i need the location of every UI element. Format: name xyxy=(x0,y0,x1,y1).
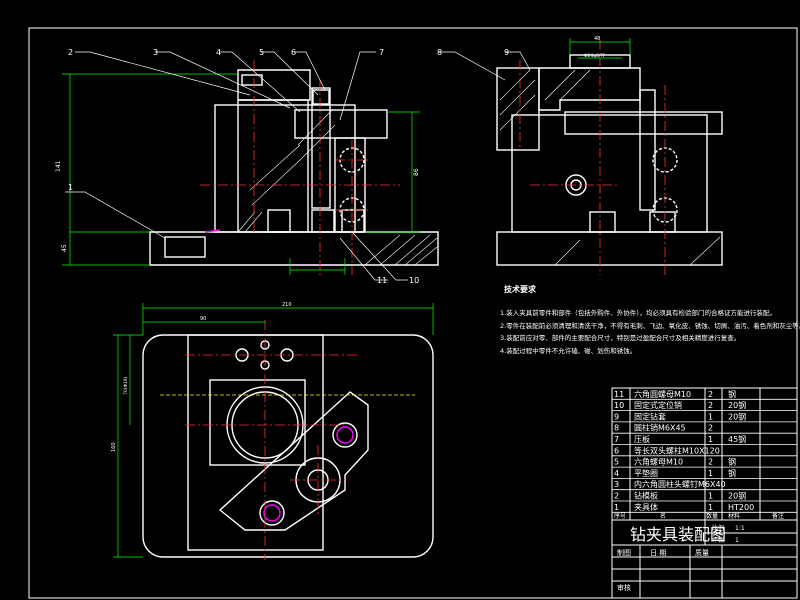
bom-cell-no: 5 xyxy=(614,458,619,467)
bom-cell-material: 钢 xyxy=(728,457,736,467)
bom-cell-name: 平垫圈 xyxy=(634,468,658,478)
bom-cell-material: HT200 xyxy=(728,503,754,512)
bom-cell-no: 1 xyxy=(614,503,619,512)
bom-cell-qty: 1 xyxy=(708,503,713,512)
bom-cell-name: 圆柱销M6X45 xyxy=(634,423,686,433)
bom-cell-name: 内六角圆柱头螺钉M6X40 xyxy=(634,479,726,489)
bom-cell-no: 8 xyxy=(614,424,619,433)
bom-cell-qty: 1 xyxy=(708,412,713,421)
technical-notes: 技术要求 1.装入夹具前零件和部件（包括外购件、外协件），均必须具有检验部门的合… xyxy=(500,284,800,357)
bom-cell-name: 固定式定位销 xyxy=(634,400,682,410)
bom-cell-no: 4 xyxy=(614,469,619,478)
bom-cell-qty: 1 xyxy=(708,469,713,478)
title-block xyxy=(611,387,798,599)
bom-cell-no: 9 xyxy=(614,412,619,421)
balloon-1: 1 xyxy=(68,183,73,192)
front-dimensions xyxy=(62,73,420,275)
bom-cell-material: 20钢 xyxy=(728,400,746,410)
sheet-label: 件数 xyxy=(712,536,724,544)
bom-header-no: 序号 xyxy=(614,512,626,520)
bom-cell-name: 钻模板 xyxy=(634,491,658,501)
dim-front-base: 45 xyxy=(61,244,68,252)
bom-cell-qty: 2 xyxy=(708,401,713,410)
balloon-2: 2 xyxy=(68,48,73,57)
sheet-value: 1 xyxy=(735,537,739,544)
bom-cell-name: 压板 xyxy=(634,434,650,444)
balloon-9: 9 xyxy=(504,48,509,57)
balloon-4: 4 xyxy=(216,48,221,57)
bom-cell-material: 20钢 xyxy=(728,491,746,501)
scale-value: 1:1 xyxy=(735,525,745,532)
bom-header-name: 名 xyxy=(660,512,666,520)
side-centerlines xyxy=(519,40,666,275)
checked-label: 审核 xyxy=(617,583,631,592)
date-label: 日 期 xyxy=(650,549,666,557)
notes-title: 技术要求 xyxy=(504,285,536,294)
dim-front-height: 141 xyxy=(55,160,62,172)
bom-cell-name: 等长双头螺柱M10X120 xyxy=(634,445,720,455)
leader-lines xyxy=(65,51,531,281)
bom-cell-qty: 2 xyxy=(708,424,713,433)
bom-cell-qty: 2 xyxy=(708,458,713,467)
drawing-border xyxy=(28,27,798,599)
dim-side-top-width: 48 xyxy=(594,36,600,42)
bom-cell-material: 45钢 xyxy=(728,434,746,444)
bom-cell-name: 六角圆螺母M10 xyxy=(634,389,691,399)
note-line-1: 1.装入夹具前零件和部件（包括外购件、外协件），均必须具有检验部门的合格证方能进… xyxy=(500,309,776,317)
balloon-11: 11 xyxy=(377,276,387,285)
bom-cell-material: 钢 xyxy=(728,389,736,399)
front-view xyxy=(149,69,439,266)
dim-front-right-height: 86 xyxy=(413,168,420,176)
balloon-7: 7 xyxy=(379,48,384,57)
side-dimensions xyxy=(569,38,631,59)
bom-cell-material: 钢 xyxy=(728,468,736,478)
note-line-3: 3.装配前应对零、部件的主要配合尺寸，特别是过盈配合尺寸及相关精度进行复查。 xyxy=(500,334,741,342)
plan-magenta-edges xyxy=(263,426,354,522)
dim-plan-width: 210 xyxy=(282,302,292,308)
drawing-title: 钻夹具装配图 xyxy=(630,525,726,544)
bom-cell-no: 11 xyxy=(614,390,624,399)
bom-header-qty: 数量 xyxy=(706,512,718,520)
balloon-8: 8 xyxy=(437,48,442,57)
bom-cell-name: 夹具体 xyxy=(634,502,658,512)
dim-plan-inner: 90 xyxy=(200,316,206,322)
dim-plan-height: 160 xyxy=(111,442,117,452)
bom-cell-qty: 1 xyxy=(708,435,713,444)
bom-header-material: 材料 xyxy=(728,512,740,520)
plan-dimensions xyxy=(113,303,434,558)
scale-label: 比例 xyxy=(712,524,724,532)
bom-cell-no: 10 xyxy=(614,401,624,410)
dim-plan-left: 70(Φ18) xyxy=(123,376,129,395)
bom-header-note: 备注 xyxy=(772,512,784,520)
balloon-10: 10 xyxy=(409,276,419,285)
bom-cell-no: 2 xyxy=(614,492,619,501)
bom-cell-qty: 1 xyxy=(708,492,713,501)
note-line-2: 2.零件在装配前必须清理和清洗干净，不得有毛刺、飞边、氧化皮、锈蚀、切屑、油污、… xyxy=(500,321,800,330)
plan-view xyxy=(142,334,434,558)
balloon-5: 5 xyxy=(259,48,264,57)
balloon-3: 3 xyxy=(153,48,158,57)
drawn-label: 制图 xyxy=(617,548,631,557)
bom-cell-no: 6 xyxy=(614,446,619,455)
plan-centerlines xyxy=(185,320,360,560)
bom-cell-qty: 2 xyxy=(708,390,713,399)
balloon-6: 6 xyxy=(291,48,296,57)
weight-label: 质量 xyxy=(695,548,709,557)
front-centerlines xyxy=(200,60,400,275)
bom-cell-name: 固定钻套 xyxy=(634,411,666,421)
bom-cell-name: 六角螺母M10 xyxy=(634,457,683,467)
note-line-4: 4.装配过程中零件不允许磕、碰、划伤和锈蚀。 xyxy=(500,346,637,355)
bom-cell-material: 20钢 xyxy=(728,411,746,421)
bom-cell-no: 3 xyxy=(614,480,619,489)
bom-cell-no: 7 xyxy=(614,435,619,444)
dim-side-top-inner: Φ24g6/f7 xyxy=(584,53,605,59)
side-view xyxy=(496,54,723,266)
